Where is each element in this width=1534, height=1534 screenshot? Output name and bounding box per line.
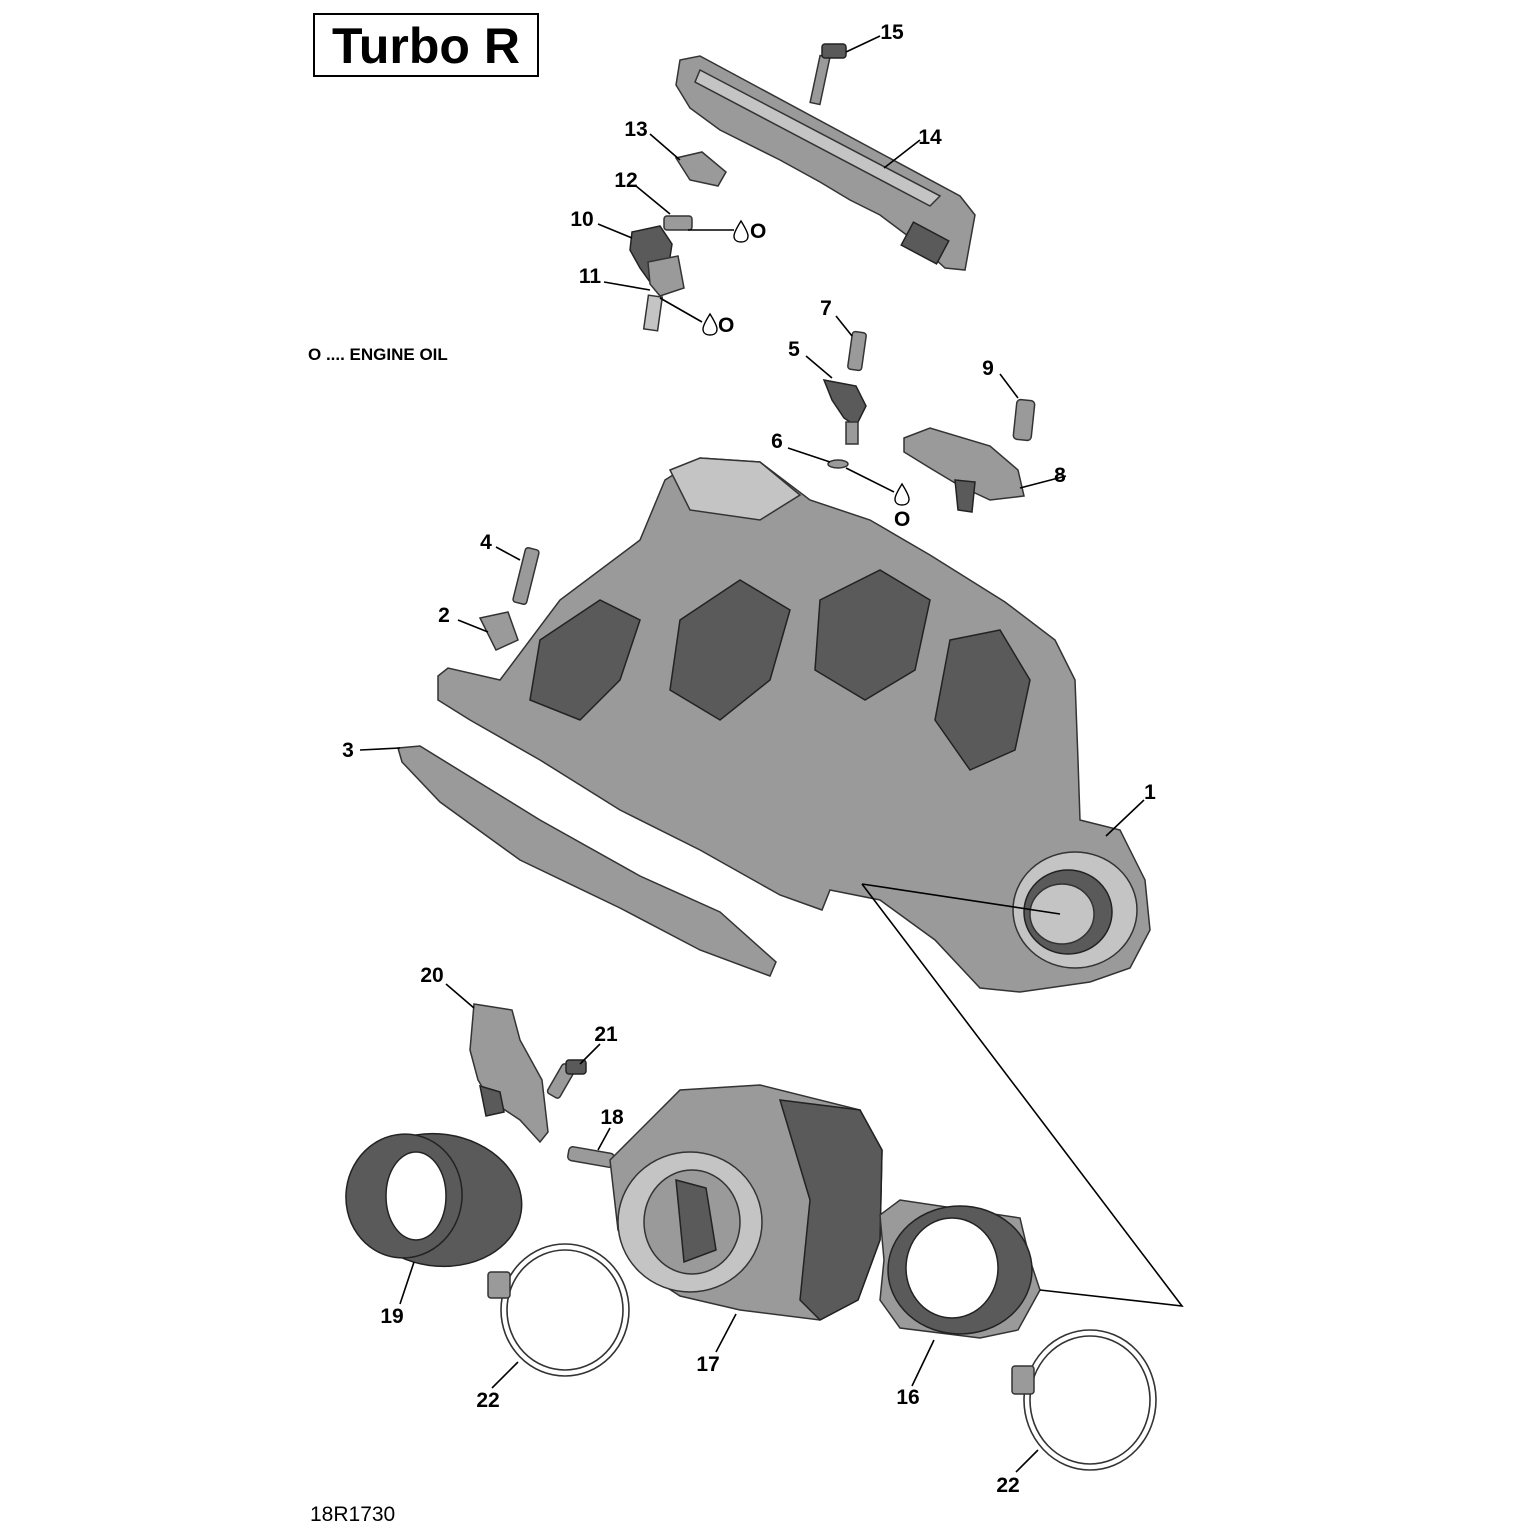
part-7-bolt [847,330,867,372]
callout-10: 10 [570,208,593,231]
diagram-title: Turbo R [332,18,520,74]
callout-18: 18 [600,1106,624,1129]
callout-2: 2 [438,604,450,627]
callout-17: 17 [696,1353,719,1376]
callout-11: 11 [579,265,602,288]
part-5-sensor [822,379,867,445]
callout-21: 21 [594,1023,618,1046]
oil-marker-11: O [659,297,734,337]
callout-5: 5 [788,338,800,361]
part-14-fuel-rail [675,55,976,271]
callout-6: 6 [771,430,783,453]
callout-7: 7 [820,297,832,320]
callout-13: 13 [624,118,647,141]
figure-reference: 18R1730 [310,1503,395,1526]
part-9-bolt [1012,398,1036,442]
part-22-clamp-right [1011,1329,1157,1471]
oil-marker-text: O [750,220,766,243]
part-2-bolt [478,611,519,651]
callout-8: 8 [1054,464,1066,487]
assembly-indicator-line [861,883,1184,1308]
part-19-coupler [345,1132,523,1268]
callout-3: 3 [342,739,354,762]
callout-22-left: 22 [476,1389,499,1412]
callout-19: 19 [380,1305,403,1328]
callout-1: 1 [1144,781,1156,804]
part-15-bolt [809,43,847,106]
part-11-injector-lower [642,255,685,332]
part-20-bracket [469,1003,549,1144]
callout-12: 12 [614,169,637,192]
part-3-gasket [397,745,777,977]
oil-drop-icon [894,482,910,506]
part-13-clip [674,151,727,187]
leader-lines [359,35,1145,1473]
part-17-throttle-body [609,1084,883,1321]
part-16-adapter [879,1199,1041,1339]
callout-16: 16 [896,1386,919,1409]
part-12-o-ring [663,215,693,231]
part-22-clamp-left [487,1243,630,1377]
callout-20: 20 [420,964,443,987]
callout-15: 15 [880,21,904,44]
oil-marker-6: O [845,467,910,531]
part-6-o-ring [827,459,849,469]
oil-marker-text: O [718,314,734,337]
oil-drop-icon [733,219,749,243]
legend-engine-oil: O .... ENGINE OIL [308,345,448,364]
oil-marker-text: O [894,508,910,531]
callout-9: 9 [982,357,994,380]
part-4-stud [512,547,540,605]
callout-labels: 1 2 3 4 5 6 7 8 9 10 11 12 13 14 15 16 1… [342,21,1156,1497]
part-18-bolt [567,1145,615,1169]
part-1-intake-manifold [437,457,1151,993]
oil-marker-12: O [688,219,766,243]
part-8-sensor [903,427,1025,513]
title-box: Turbo R [313,13,539,77]
callout-14: 14 [918,126,942,149]
oil-drop-icon [702,312,718,336]
callout-4: 4 [480,531,492,554]
part-21-bolt [546,1059,587,1099]
callout-22-right: 22 [996,1474,1019,1497]
